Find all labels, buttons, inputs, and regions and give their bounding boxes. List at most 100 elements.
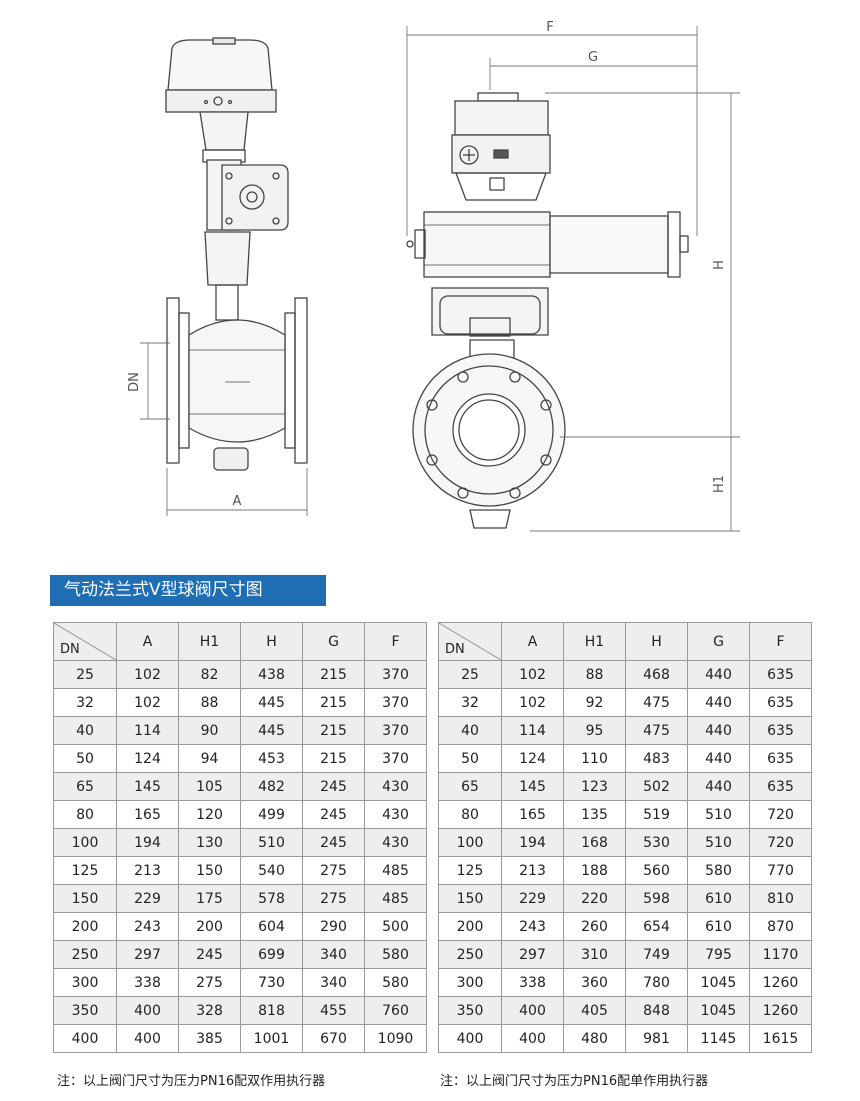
table-cell: 400 [438, 1024, 502, 1053]
label-f: F [546, 20, 553, 35]
table-cell: 510 [687, 800, 750, 829]
table-cell: 635 [749, 716, 812, 745]
header-cell-h: H [240, 622, 303, 661]
table-cell: 560 [625, 856, 688, 885]
table-cell: 400 [501, 1024, 564, 1053]
right-pneumatic-actuator [406, 211, 689, 278]
table-cell: 275 [178, 968, 241, 997]
right-flange [412, 339, 566, 529]
header-cell-h: H [625, 622, 688, 661]
table-cell: 250 [438, 940, 502, 969]
table-cell: 1045 [687, 996, 750, 1025]
table-cell: 385 [178, 1024, 241, 1053]
table-cell: 123 [563, 772, 626, 801]
table-cell: 310 [563, 940, 626, 969]
table-cell: 438 [240, 660, 303, 689]
table-cell: 400 [53, 1024, 117, 1053]
table-cell: 338 [116, 968, 179, 997]
table-cell: 604 [240, 912, 303, 941]
note-single-acting: 注：以上阀门尺寸为压力PN16配单作用执行器 [440, 1074, 709, 1089]
left-bracket [199, 111, 249, 163]
table-cell: 635 [749, 660, 812, 689]
table-cell: 453 [240, 744, 303, 773]
table-cell: 243 [501, 912, 564, 941]
label-dn: DN [127, 372, 142, 392]
table-cell: 25 [53, 660, 117, 689]
table-cell: 500 [364, 912, 427, 941]
table-cell: 848 [625, 996, 688, 1025]
header-cell-dn: DN [53, 622, 117, 661]
table-cell: 360 [563, 968, 626, 997]
table-cell: 165 [116, 800, 179, 829]
table-cell: 499 [240, 800, 303, 829]
table-cell: 88 [563, 660, 626, 689]
table-cell: 455 [302, 996, 365, 1025]
table-cell: 245 [302, 828, 365, 857]
table-cell: 430 [364, 800, 427, 829]
table-cell: 165 [501, 800, 564, 829]
left-body [166, 297, 308, 471]
table-cell: 580 [687, 856, 750, 885]
table-cell: 580 [364, 940, 427, 969]
table-cell: 243 [116, 912, 179, 941]
table-cell: 300 [438, 968, 502, 997]
header-cell-g: G [687, 622, 750, 661]
right-actuator-head [451, 92, 551, 201]
table-cell: 480 [563, 1024, 626, 1053]
table-cell: 502 [625, 772, 688, 801]
table-cell: 150 [438, 884, 502, 913]
table-cell: 300 [53, 968, 117, 997]
table-cell: 530 [625, 828, 688, 857]
table-cell: 720 [749, 800, 812, 829]
table-cell: 818 [240, 996, 303, 1025]
table-cell: 340 [302, 968, 365, 997]
table-cell: 168 [563, 828, 626, 857]
table-cell: 340 [302, 940, 365, 969]
label-g: G [588, 50, 598, 65]
table-cell: 370 [364, 716, 427, 745]
table-cell: 297 [116, 940, 179, 969]
table-cell: 780 [625, 968, 688, 997]
left-gearbox [206, 159, 289, 231]
table-cell: 275 [302, 884, 365, 913]
table-cell: 194 [501, 828, 564, 857]
table-cell: 200 [53, 912, 117, 941]
table-cell: 100 [53, 828, 117, 857]
table-cell: 440 [687, 660, 750, 689]
header-cell-h1: H1 [563, 622, 626, 661]
label-h: H [712, 260, 727, 270]
table-cell: 124 [501, 744, 564, 773]
table-cell: 485 [364, 856, 427, 885]
table-cell: 150 [53, 884, 117, 913]
table-cell: 635 [749, 772, 812, 801]
header-cell-f: F [749, 622, 812, 661]
table-cell: 245 [178, 940, 241, 969]
table-cell: 50 [53, 744, 117, 773]
table-cell: 175 [178, 884, 241, 913]
table-cell: 102 [501, 688, 564, 717]
table-cell: 100 [438, 828, 502, 857]
table-cell: 80 [438, 800, 502, 829]
table-cell: 188 [563, 856, 626, 885]
table-cell: 654 [625, 912, 688, 941]
table-cell: 400 [501, 996, 564, 1025]
table-cell: 475 [625, 688, 688, 717]
header-cell-a: A [501, 622, 564, 661]
table-cell: 90 [178, 716, 241, 745]
table-cell: 795 [687, 940, 750, 969]
table-cell: 430 [364, 772, 427, 801]
table-cell: 770 [749, 856, 812, 885]
table-cell: 1615 [749, 1024, 812, 1053]
